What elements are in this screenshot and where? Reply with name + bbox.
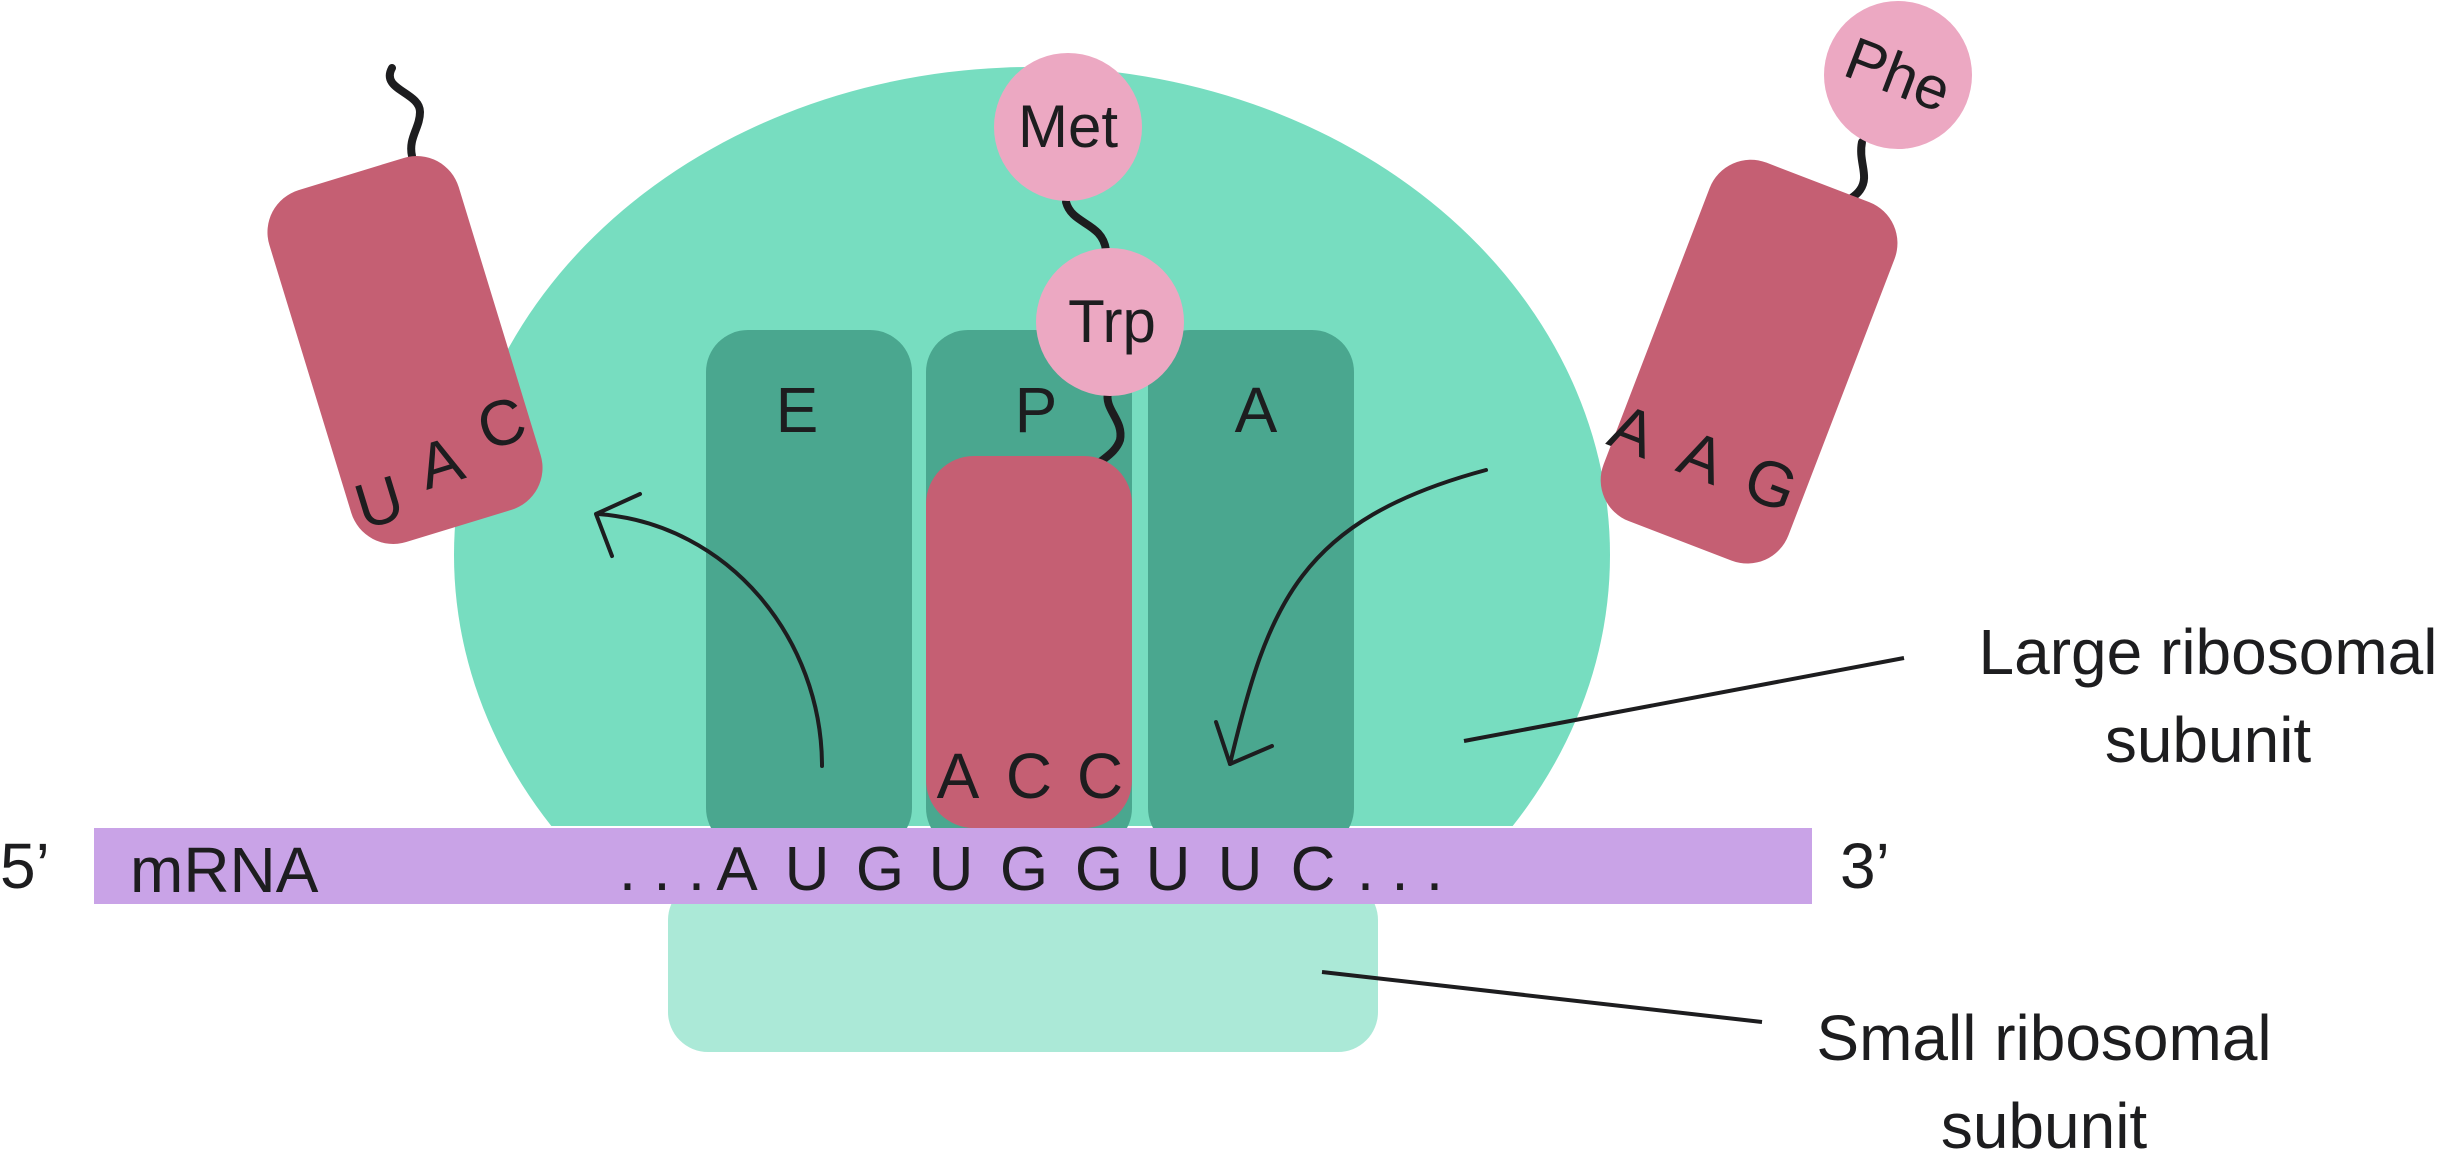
trna-p-tail	[1094, 388, 1125, 468]
trna-right	[1600, 159, 1898, 564]
a-site	[1148, 330, 1354, 850]
small-ribosomal-subunit	[668, 880, 1378, 1052]
trna-p-anticodon-3: C	[1077, 740, 1123, 812]
mrna-strand	[94, 828, 1812, 904]
exit-arrow	[596, 512, 824, 768]
met-amino-acid	[994, 53, 1142, 201]
mrna-base-7: U	[1146, 835, 1191, 904]
trna-p-anticodon-1: A	[937, 740, 980, 812]
mrna-base-9: C	[1291, 835, 1336, 904]
met-label: Met	[1018, 93, 1118, 160]
trp-amino-acid	[1036, 248, 1184, 396]
three-prime-label: 3’	[1840, 830, 1890, 902]
mrna-base-8: U	[1218, 835, 1263, 904]
phe-amino-acid	[1824, 1, 1972, 149]
trna-left-tail	[385, 64, 425, 160]
a-site-label: A	[1235, 374, 1278, 446]
mrna-base-6: G	[1075, 835, 1123, 904]
small-subunit-label-line1: Small ribosomal	[1816, 1002, 2271, 1074]
e-site	[706, 330, 912, 850]
trna-left	[267, 156, 543, 544]
mrna-base-2: U	[785, 835, 830, 904]
exit-arrow-head	[594, 492, 642, 558]
small-subunit-leader	[1321, 970, 1763, 1024]
mrna-leading-dots: . . .	[619, 835, 705, 904]
large-subunit-label-line1: Large ribosomal	[1979, 616, 2438, 688]
e-site-label: E	[776, 374, 819, 446]
trp-label: Trp	[1068, 288, 1156, 355]
large-subunit-label-line2: subunit	[2105, 704, 2312, 776]
mrna-trailing-dots: . . .	[1357, 835, 1443, 904]
five-prime-label: 5’	[0, 830, 50, 902]
large-subunit-leader	[1463, 656, 1905, 743]
small-subunit-label-line2: subunit	[1941, 1090, 2148, 1151]
mrna-base-5: G	[1000, 835, 1048, 904]
mrna-base-1: A	[716, 835, 758, 904]
p-site-label: P	[1015, 374, 1058, 446]
enter-arrow	[1228, 468, 1488, 766]
peptide-bond-met-trp	[1062, 198, 1110, 254]
trna-p-site	[926, 456, 1132, 828]
enter-arrow-head	[1214, 720, 1274, 766]
mrna-base-4: U	[929, 835, 974, 904]
mrna-base-3: G	[856, 835, 904, 904]
mrna-label: mRNA	[130, 834, 319, 906]
trna-p-anticodon-2: C	[1006, 740, 1052, 812]
